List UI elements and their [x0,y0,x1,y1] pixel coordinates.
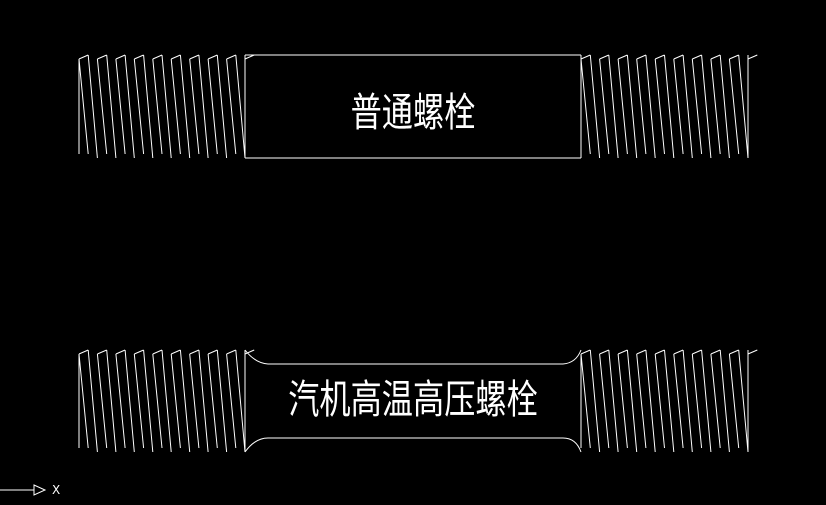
hp-bolt-left-thread-turn [133,349,154,453]
normal-bolt-left-thread-turn [226,54,246,159]
hp-bolt-right-thread-turn [691,349,712,453]
normal-bolt-left-thread-turn [96,54,117,159]
hp-bolt-right-thread-turn [617,349,638,453]
hp-bolt-right-thread-edge [580,350,749,452]
normal-bolt-left-thread-edge [78,55,246,158]
normal-bolt-right-thread-turn [691,54,712,159]
hp-bolt-left-thread-turn [152,349,172,453]
normal-bolt-right-thread-crest [580,54,758,60]
hp-bolt-drawing [78,349,758,453]
hp-bolt-left-thread-turn [78,349,98,453]
hp-bolt-left-thread-turn [170,349,191,453]
normal-bolt-right-thread-turn [728,54,749,159]
normal-bolt-right-thread-turn [599,54,619,159]
ucs-x-label: X [52,483,61,497]
normal-bolt-right-thread-turn [580,54,601,159]
hp-bolt-left-thread-turn [189,349,209,453]
normal-bolt-shank [244,54,582,159]
hp-bolt-right-thread-turn [710,349,730,453]
hp-bolt-thread-right [580,349,758,453]
hp-bolt-right-thread-turn [636,349,656,453]
normal-bolt-left-thread-turn [170,54,191,159]
ucs-axis-icon [0,484,47,496]
normal-bolt-right-thread-edge [580,55,749,158]
normal-bolt-label: 普通螺栓 [350,90,476,136]
normal-bolt-left-thread-turn [133,54,154,159]
hp-bolt-left-thread-edge [78,350,246,452]
normal-bolt-left-thread-turn [115,54,135,159]
hp-bolt-thread-left [78,349,255,453]
normal-bolt-thread-right [580,54,758,159]
normal-bolt-thread-left [78,54,255,159]
hp-bolt-right-thread-turn [728,349,749,453]
hp-bolt-left-thread-turn [226,349,246,453]
normal-bolt-right-thread-turn [617,54,638,159]
normal-bolt-right-thread-turn [636,54,656,159]
normal-bolt-left-thread-turn [78,54,98,159]
hp-bolt-right-thread-turn [599,349,619,453]
normal-bolt-left-thread-turn [207,54,228,159]
normal-bolt-left-thread-crest [78,54,255,60]
ucs-x-arrow-icon [33,484,47,496]
hp-bolt-left-thread-turn [115,349,135,453]
hp-bolt-left-thread-turn [96,349,117,453]
normal-bolt-right-thread-turn [710,54,730,159]
hp-bolt-left-thread-crest [78,349,255,355]
hp-bolt-waisted-shank [244,349,582,453]
normal-bolt-drawing [78,54,758,159]
hp-bolt-right-thread-turn [580,349,601,453]
hp-bolt-right-thread-turn [673,349,693,453]
normal-bolt-right-thread-turn [673,54,693,159]
normal-bolt-right-thread-turn [654,54,675,159]
hp-bolt-right-thread-crest [580,349,758,355]
normal-bolt-left-thread-turn [152,54,172,159]
hp-bolt-label: 汽机高温高压螺栓 [288,377,538,423]
hp-bolt-left-thread-turn [207,349,228,453]
normal-bolt-left-thread-turn [189,54,209,159]
hp-bolt-right-thread-turn [654,349,675,453]
